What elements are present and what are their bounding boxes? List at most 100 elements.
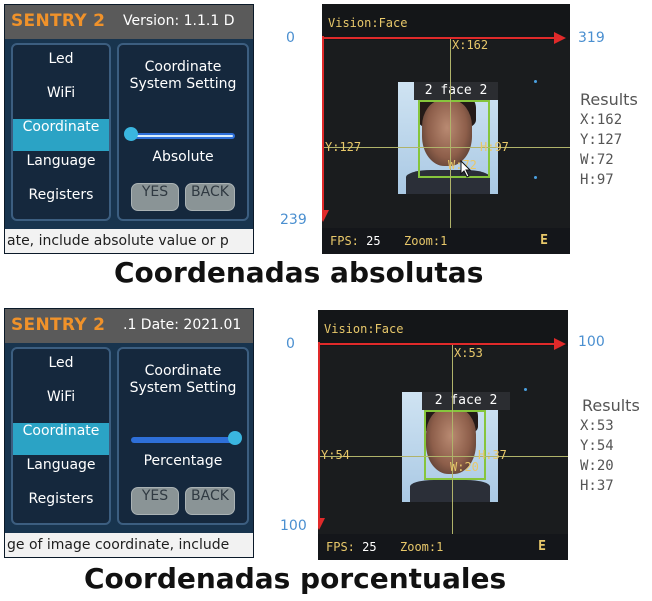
menu-item-registers[interactable]: Registers [28, 187, 94, 203]
vision-mode-label: Vision:Face [328, 16, 408, 30]
results-x: X:53 [580, 418, 614, 434]
x-axis-origin: 0 [286, 30, 295, 46]
vision-mode-label: Vision:Face [324, 322, 404, 336]
marker-dot [534, 80, 537, 83]
settings-menu: Led WiFi Coordinate Language Registers [11, 347, 111, 525]
face-label-num-left: 2 [434, 393, 443, 408]
fps-label: FPS: [326, 540, 355, 554]
back-button[interactable]: BACK [185, 183, 235, 211]
sentry-screen-absolute: SENTRY 2 Version: 1.1.1 D Led WiFi Coord… [4, 4, 254, 254]
y-axis-arrow [318, 342, 320, 520]
y-readout: Y:54 [321, 448, 350, 462]
menu-item-wifi[interactable]: WiFi [46, 389, 76, 405]
setting-title-line2: System Setting [129, 76, 237, 92]
fps-value: 25 [362, 540, 377, 554]
camera-view-absolute: 2 face 2 Vision:Face X:162 Y:127 W:72 H:… [322, 4, 570, 254]
face-label-text: face [450, 393, 482, 408]
yes-button[interactable]: YES [131, 487, 179, 515]
results-title: Results [580, 90, 638, 109]
setting-title-line1: Coordinate [144, 363, 222, 379]
menu-item-coordinate[interactable]: Coordinate [13, 119, 109, 151]
results-h: H:97 [580, 172, 614, 188]
setting-title-line1: Coordinate [144, 59, 222, 75]
menu-item-led[interactable]: Led [48, 355, 74, 371]
h-readout: H:37 [478, 448, 507, 462]
face-bounding-box [424, 410, 486, 480]
marker-dot [534, 176, 537, 179]
results-h: H:37 [580, 478, 614, 494]
mouse-cursor-icon [460, 160, 472, 178]
caption-percentage: Coordenadas porcentuales [84, 562, 507, 595]
brand-label: SENTRY 2 [11, 11, 106, 31]
coordinate-mode-slider[interactable] [131, 133, 235, 139]
marker-dot [524, 388, 527, 391]
results-title: Results [582, 396, 640, 415]
camera-view-percentage: 2 face 2 Vision:Face X:53 Y:54 W:20 H:37… [318, 310, 568, 560]
results-x: X:162 [580, 112, 623, 128]
y-axis-max: 100 [280, 518, 307, 534]
fps-readout: FPS: 25 [330, 234, 381, 248]
version-text: .1 Date: 2021.01 [123, 317, 242, 333]
center-horizontal-line [318, 456, 568, 457]
x-axis-arrow [318, 343, 554, 345]
face-label: 2 face 2 [422, 392, 510, 410]
results-w: W:20 [580, 458, 614, 474]
zoom-readout: Zoom:1 [400, 540, 444, 554]
back-button[interactable]: BACK [185, 487, 235, 515]
menu-item-registers[interactable]: Registers [28, 491, 94, 507]
face-label-num-right: 2 [479, 83, 488, 98]
fps-readout: FPS: 25 [326, 540, 377, 554]
x-axis-origin: 0 [286, 336, 295, 352]
brand-label: SENTRY 2 [11, 315, 106, 335]
menu-item-led[interactable]: Led [48, 51, 74, 67]
face-label: 2 face 2 [414, 82, 498, 100]
y-axis-arrowhead [318, 518, 325, 530]
coordinate-setting-panel: Coordinate System Setting Absolute YES B… [117, 43, 249, 221]
menu-item-coordinate[interactable]: Coordinate [13, 423, 109, 455]
face-label-text: face [440, 83, 472, 98]
fps-label: FPS: [330, 234, 359, 248]
coordinate-mode-slider[interactable] [131, 437, 235, 443]
caption-absolute: Coordenadas absolutas [114, 256, 484, 289]
results-y: Y:54 [580, 438, 614, 454]
center-vertical-line [452, 344, 453, 536]
y-readout: Y:127 [325, 140, 362, 154]
menu-item-language[interactable]: Language [26, 153, 96, 169]
center-vertical-line [450, 38, 451, 228]
w-readout: W:20 [450, 460, 479, 474]
zoom-readout: Zoom:1 [404, 234, 448, 248]
y-axis-arrowhead [322, 210, 329, 222]
x-axis-arrowhead [554, 338, 566, 350]
sentry-screen-percentage: SENTRY 2 .1 Date: 2021.01 Led WiFi Coord… [4, 308, 254, 558]
version-text: Version: 1.1.1 D [123, 13, 235, 29]
setting-title: Coordinate System Setting [119, 363, 247, 397]
menu-item-wifi[interactable]: WiFi [46, 85, 76, 101]
x-readout: X:162 [452, 38, 489, 52]
menu-item-language[interactable]: Language [26, 457, 96, 473]
setting-title-line2: System Setting [129, 380, 237, 396]
results-y: Y:127 [580, 132, 623, 148]
h-readout: H:97 [480, 140, 509, 154]
yes-button[interactable]: YES [131, 183, 179, 211]
coordinate-setting-panel: Coordinate System Setting Percentage YES… [117, 347, 249, 525]
x-axis-max: 100 [578, 334, 605, 350]
settings-menu: Led WiFi Coordinate Language Registers [11, 43, 111, 221]
x-readout: X:53 [454, 346, 483, 360]
slider-knob[interactable] [124, 127, 138, 141]
description-ticker: ge of image coordinate, include [5, 533, 253, 557]
coordinate-mode-label: Percentage [143, 453, 223, 469]
x-axis-arrowhead [554, 32, 566, 44]
coordinate-mode-label: Absolute [152, 149, 214, 165]
face-label-num-right: 2 [489, 393, 498, 408]
face-label-num-left: 2 [424, 83, 433, 98]
description-ticker: ate, include absolute value or p [5, 229, 253, 253]
slider-knob[interactable] [228, 431, 242, 445]
title-bar: SENTRY 2 Version: 1.1.1 D [5, 5, 253, 39]
x-axis-max: 319 [578, 30, 605, 46]
e-indicator: E [538, 539, 546, 554]
x-axis-arrow [322, 37, 554, 39]
y-axis-arrow [322, 36, 324, 212]
e-indicator: E [540, 233, 548, 248]
y-axis-max: 239 [280, 212, 307, 228]
center-horizontal-line [322, 147, 570, 148]
